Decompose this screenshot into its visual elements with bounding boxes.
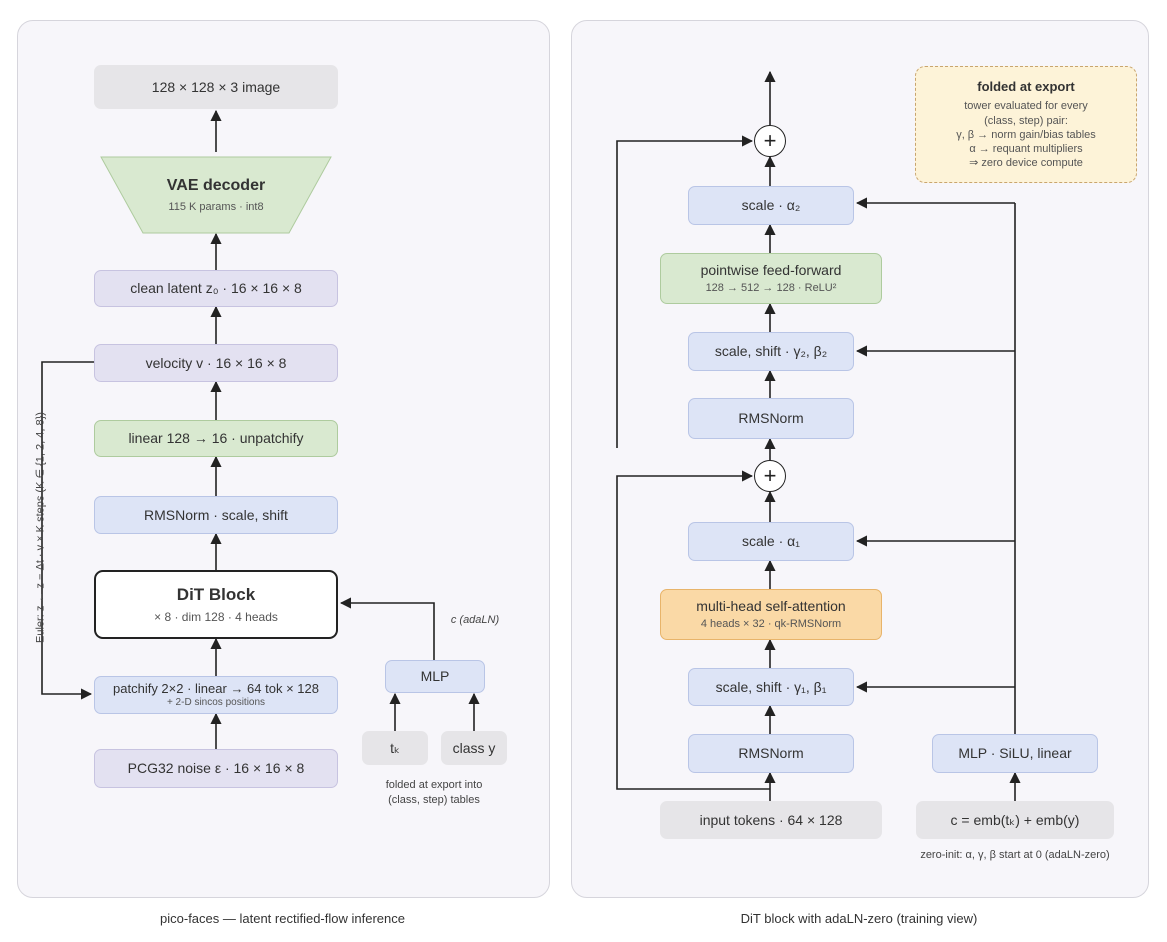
feed-forward-sub: 128 → 512 → 128 · ReLU² [705, 281, 837, 294]
residual-add-2: + [754, 125, 786, 157]
residual-skip-2 [616, 135, 754, 448]
linear-unpatchify-label: linear 128 → 16 · unpatchify [128, 430, 304, 447]
self-attention-box: multi-head self-attention 4 heads × 32 ·… [660, 589, 882, 640]
plus-sign-1: + [763, 463, 777, 488]
rmsnorm-1-box: RMSNorm [688, 734, 854, 773]
rmsnorm-2-label: RMSNorm [738, 410, 804, 427]
input-tokens-box: input tokens · 64 × 128 [660, 801, 882, 839]
mlp-silu-box: MLP · SiLU, linear [932, 734, 1098, 773]
scale-shift-2-box: scale, shift · γ₂, β₂ [688, 332, 854, 371]
rmsnorm-scale-shift-label: RMSNorm · scale, shift [144, 506, 288, 523]
scale-alpha1-box: scale · α₁ [688, 522, 854, 561]
folded-export-line-1: tower evaluated for every [964, 100, 1088, 113]
patchify-box: patchify 2×2 · linear → 64 tok × 128 + 2… [94, 676, 338, 714]
left-caption: pico-faces — latent rectified-flow infer… [160, 911, 405, 926]
residual-add-1: + [754, 460, 786, 492]
output-image-box: 128 × 128 × 3 image [94, 65, 338, 109]
vae-decoder-title: VAE decoder [166, 176, 266, 194]
rmsnorm-2-box: RMSNorm [688, 398, 854, 439]
self-attention-title: multi-head self-attention [696, 598, 846, 614]
vae-decoder-sub: 115 K params · int8 [168, 201, 264, 213]
scale-alpha2-box: scale · α₂ [688, 186, 854, 225]
scale-alpha2-label: scale · α₂ [741, 197, 801, 214]
zero-init-note: zero-init: α, γ, β start at 0 (adaLN-zer… [920, 849, 1110, 861]
dit-block-box: DiT Block × 8 · dim 128 · 4 heads [94, 570, 338, 639]
patchify-label: patchify 2×2 · linear → 64 tok × 128 [113, 680, 319, 696]
velocity-box: velocity v · 16 × 16 × 8 [94, 344, 338, 382]
tk-box: tₖ [362, 731, 428, 765]
self-attention-sub: 4 heads × 32 · qk-RMSNorm [700, 617, 842, 630]
euler-loop-label: Euler: z ← z − Δt · v × K steps (K ∈ {1,… [34, 412, 47, 643]
rmsnorm-scale-shift-box: RMSNorm · scale, shift [94, 496, 338, 534]
folded-note-line-1: folded at export into [385, 779, 483, 791]
c-adaln-label: c (adaLN) [450, 614, 500, 626]
arrow-mlp-to-dit [339, 597, 435, 660]
folded-export-line-5: ⇒ zero device compute [969, 157, 1083, 170]
folded-export-line-3: γ, β → norm gain/bias tables [956, 128, 1096, 141]
dit-block-title: DiT Block [176, 584, 256, 604]
plus-sign-2: + [763, 128, 777, 153]
mlp-silu-label: MLP · SiLU, linear [958, 745, 1072, 762]
euler-loop-arrow [41, 361, 94, 700]
linear-unpatchify-box: linear 128 → 16 · unpatchify [94, 420, 338, 457]
clean-latent-label: clean latent z₀ · 16 × 16 × 8 [130, 280, 302, 297]
class-y-box: class y [441, 731, 507, 765]
noise-box: PCG32 noise ε · 16 × 16 × 8 [94, 749, 338, 788]
clean-latent-box: clean latent z₀ · 16 × 16 × 8 [94, 270, 338, 307]
mlp-box: MLP [385, 660, 485, 693]
feed-forward-box: pointwise feed-forward 128 → 512 → 128 ·… [660, 253, 882, 304]
folded-note-line-2: (class, step) tables [388, 794, 480, 806]
patchify-sub: + 2-D sincos positions [166, 697, 266, 709]
tk-label: tₖ [390, 739, 400, 756]
rmsnorm-1-label: RMSNorm [738, 745, 804, 762]
scale-shift-1-box: scale, shift · γ₁, β₁ [688, 668, 854, 706]
feed-forward-title: pointwise feed-forward [700, 262, 842, 278]
velocity-label: velocity v · 16 × 16 × 8 [145, 354, 287, 371]
folded-export-line-2: (class, step) pair: [984, 114, 1068, 127]
input-tokens-label: input tokens · 64 × 128 [699, 811, 843, 828]
class-y-label: class y [452, 739, 496, 756]
vae-decoder-box: VAE decoder 115 K params · int8 [100, 156, 332, 234]
folded-export-line-4: α → requant multipliers [969, 142, 1083, 155]
right-caption: DiT block with adaLN-zero (training view… [740, 911, 978, 926]
output-image-label: 128 × 128 × 3 image [151, 78, 281, 95]
folded-export-note: folded at export tower evaluated for eve… [915, 66, 1137, 183]
dit-block-sub: × 8 · dim 128 · 4 heads [154, 610, 278, 624]
c-embedding-label: c = emb(tₖ) + emb(y) [950, 811, 1080, 828]
c-embedding-box: c = emb(tₖ) + emb(y) [916, 801, 1114, 839]
scale-shift-2-label: scale, shift · γ₂, β₂ [714, 343, 828, 360]
residual-skip-1 [616, 470, 770, 790]
scale-alpha1-label: scale · α₁ [742, 533, 800, 550]
noise-label: PCG32 noise ε · 16 × 16 × 8 [127, 760, 305, 777]
vae-decoder-trapezoid [100, 156, 332, 234]
folded-export-title: folded at export [977, 78, 1075, 94]
mlp-label: MLP [420, 668, 450, 685]
scale-shift-1-label: scale, shift · γ₁, β₁ [715, 678, 827, 695]
